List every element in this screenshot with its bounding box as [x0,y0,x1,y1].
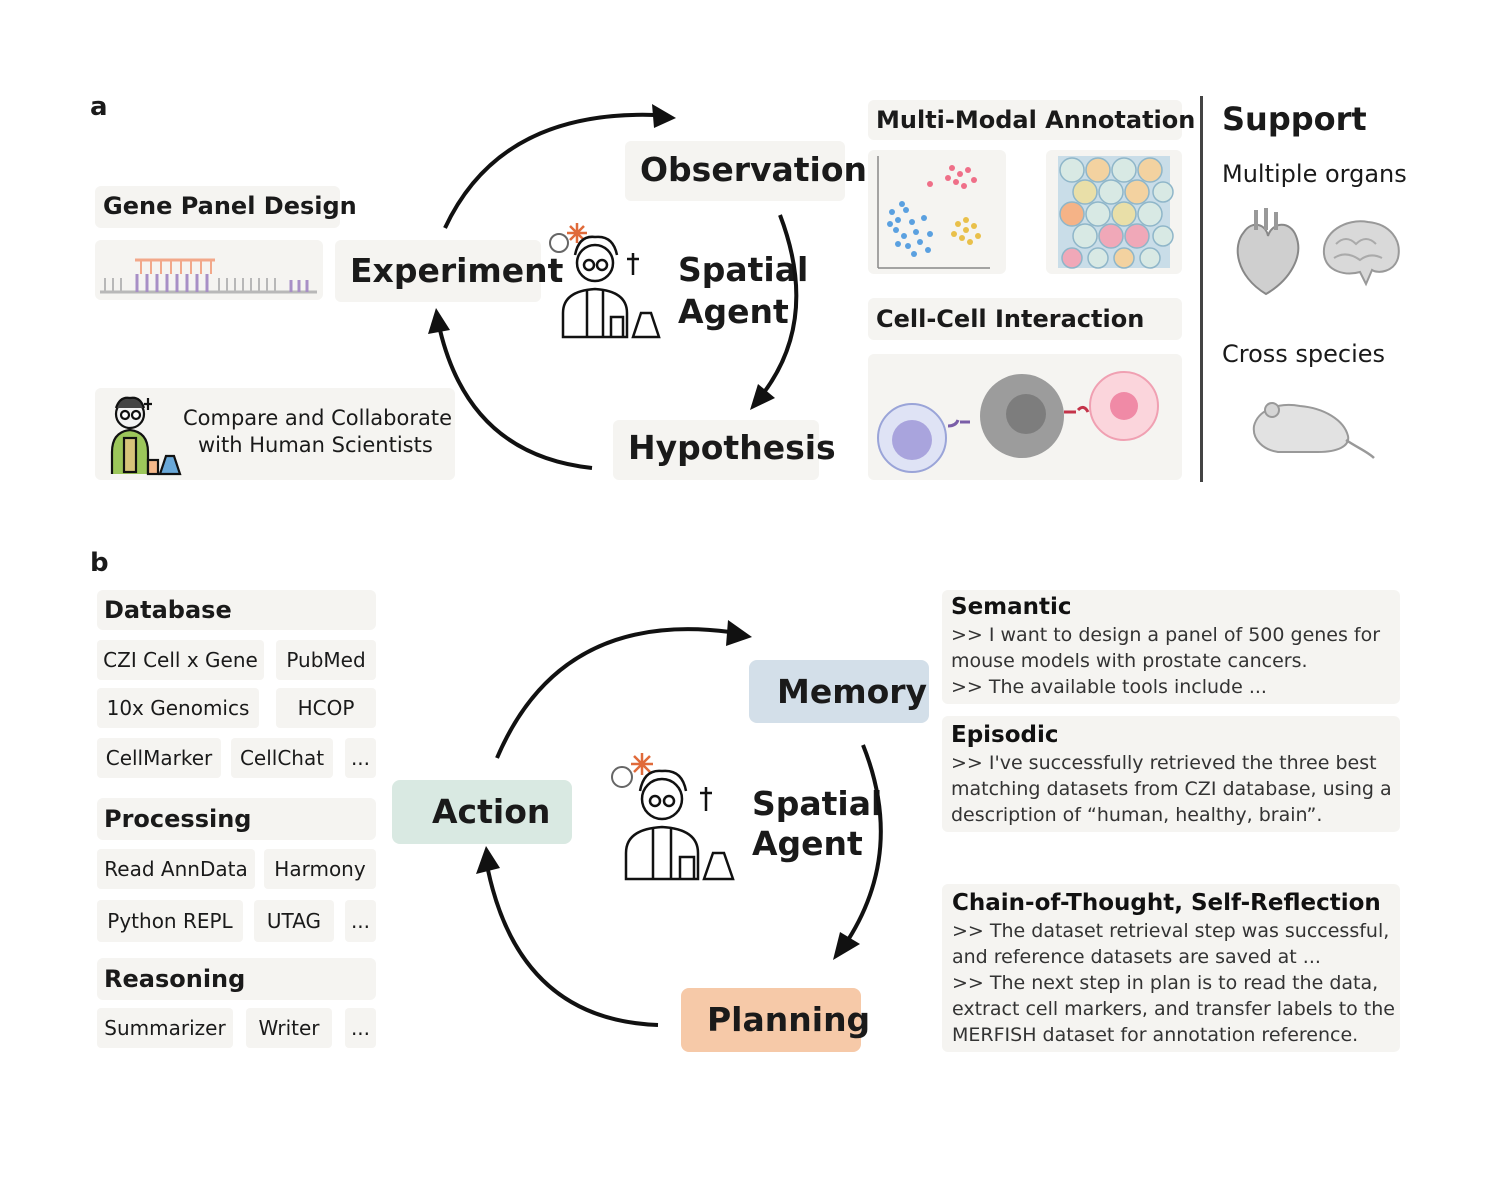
scientist-icon [110,396,182,476]
hypothesis-node [613,420,819,480]
tool-reasoning-more: ... [345,1008,376,1048]
arrow-exp-to-obs [443,112,656,229]
spatial-agent-b-icon [611,753,735,881]
multi-modal-label: Multi-Modal Annotation [876,106,1196,134]
episodic-line-2: matching datasets from CZI database, usi… [951,778,1392,800]
cell-cell-label: Cell-Cell Interaction [876,305,1145,333]
agent-b-line-1: Spatial [752,784,883,823]
episodic-line-1: >> I've successfully retrieved the three… [951,752,1377,774]
brain-icon [1322,220,1400,287]
multi-modal-header [868,100,1182,140]
agent-a-line-2: Agent [678,292,789,331]
compare-line-1: Compare and Collaborate [183,406,453,430]
tool-read-anndata: Read AnnData [97,849,255,889]
umap-image [868,150,1006,274]
cell-interaction-icon [877,371,1159,473]
gene-panel-design-header [95,186,340,228]
processing-header [97,798,376,840]
cot-line-1: >> The dataset retrieval step was succes… [952,920,1390,942]
tool-utag: UTAG [254,900,334,942]
semantic-line-3: >> The available tools include ... [951,676,1267,698]
episodic-text: Episodic >> I've successfully retrieved … [951,720,1392,828]
memory-label: Memory [777,672,928,711]
support-divider [1200,96,1203,482]
episodic-title: Episodic [951,722,1059,748]
semantic-line-2: mouse models with prostate cancers. [951,650,1308,672]
gene-panel-barcode-icon [100,258,317,294]
semantic-box [942,590,1400,704]
observation-node [625,141,845,201]
cross-species-label: Cross species [1222,340,1386,368]
agent-a-line-1: Spatial [678,250,809,289]
compare-line-2: with Human Scientists [198,433,433,457]
experiment-label: Experiment [350,251,564,290]
gene-panel-design-label: Gene Panel Design [103,192,357,220]
processing-title: Processing [104,805,252,833]
spatial-agent-a-icon [549,223,661,339]
tool-pubmed: PubMed [276,640,376,680]
gene-panel-image [95,240,323,300]
tool-database-more: ... [345,738,376,778]
cot-line-3: >> The next step in plan is to read the … [952,972,1379,994]
semantic-title: Semantic [951,594,1072,620]
action-label: Action [432,792,551,831]
episodic-line-3: description of “human, healthy, brain”. [951,804,1323,826]
panel-b-letter: b [90,548,109,578]
support-title: Support [1222,100,1367,138]
cot-line-2: and reference datasets are saved at ... [952,946,1321,968]
reasoning-title: Reasoning [104,965,246,993]
arrow-action-to-memory [495,627,731,759]
tool-hcop: HCOP [276,688,376,728]
tool-cellchat: CellChat [231,738,333,778]
cot-box [942,884,1400,1052]
heart-icon [1236,208,1300,296]
observation-label: Observation [640,150,868,189]
agent-b-line-2: Agent [752,824,863,863]
action-node [392,780,572,844]
database-title: Database [104,596,232,624]
tissue-cells-icon [1058,156,1174,269]
planning-label: Planning [707,1000,871,1039]
cot-line-4: extract cell markers, and transfer label… [952,998,1395,1020]
database-header [97,590,376,630]
mouse-icon [1252,402,1375,459]
semantic-text: Semantic >> I want to design a panel of … [951,592,1380,700]
tool-writer: Writer [246,1008,332,1048]
cot-title: Chain-of-Thought, Self-Reflection [952,890,1381,916]
tool-summarizer: Summarizer [97,1008,233,1048]
experiment-node [335,240,541,302]
multiple-organs-label: Multiple organs [1222,160,1407,188]
arrow-obs-to-hyp [760,214,799,397]
reasoning-header [97,958,376,1000]
cot-line-5: MERFISH dataset for annotation reference… [952,1024,1359,1046]
semantic-line-1: >> I want to design a panel of 500 genes… [951,624,1381,646]
tool-processing-more: ... [345,900,376,942]
tool-harmony: Harmony [264,849,376,889]
episodic-box [942,716,1400,832]
tool-czi-cell-x-gene: CZI Cell x Gene [97,640,264,680]
arrow-memory-to-planning [846,744,883,942]
tool-python-repl: Python REPL [97,900,243,942]
panel-a-letter: a [90,92,108,122]
memory-node [749,660,929,723]
cot-text: Chain-of-Thought, Self-Reflection >> The… [952,888,1395,1048]
cell-interaction-image [868,354,1182,480]
umap-scatter-icon [877,156,990,269]
cell-cell-header [868,298,1182,340]
arrow-hyp-to-exp [438,329,593,470]
planning-node [681,988,861,1052]
hypothesis-label: Hypothesis [628,428,836,467]
tissue-image [1046,150,1182,274]
tool-10x-genomics: 10x Genomics [97,688,259,728]
tool-cellmarker: CellMarker [97,738,221,778]
arrow-planning-to-action [486,869,659,1027]
